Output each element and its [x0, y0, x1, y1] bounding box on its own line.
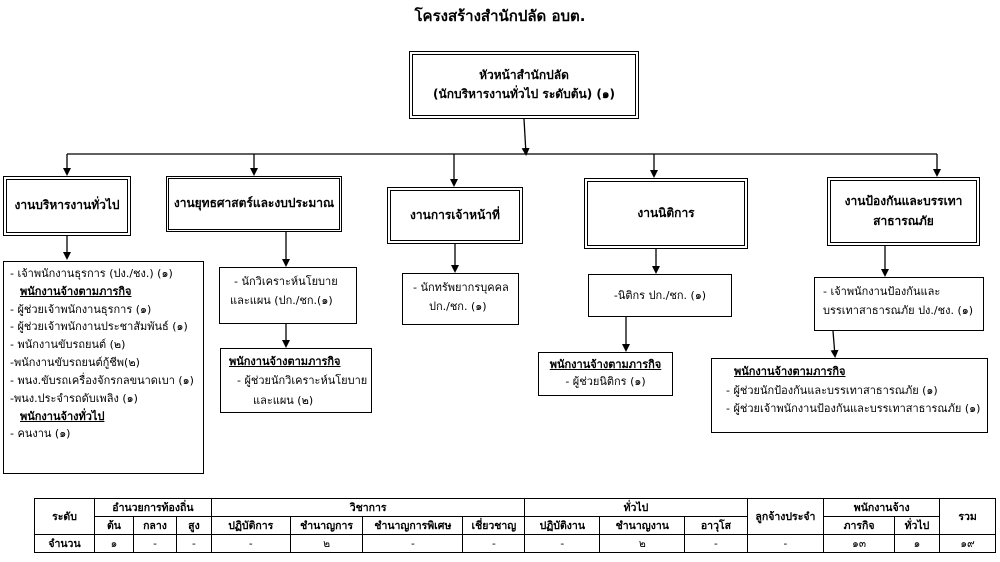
- staff-line: - ผู้ช่วยนักป้องกันและบรรเทาสาธารณภัย (๑…: [726, 383, 938, 397]
- staff-line: - พนักงานขับรถยนต์ (๒): [10, 338, 126, 352]
- staff-line: - ผู้ช่วยเจ้าพนักงานประชาสัมพันธ์ (๑): [10, 320, 188, 334]
- page-title: โครงสร้างสำนักปลัด อบต.: [414, 7, 586, 25]
- row-label-count: จำนวน: [34, 534, 95, 553]
- subheader-cell: เชี่ยวชาญ: [462, 516, 526, 535]
- header-local-exec: อำนวยการท้องถิ่น: [93, 498, 212, 517]
- subheader-cell: สูง: [176, 516, 212, 535]
- head-title: หัวหน้าสำนักปลัด: [479, 67, 569, 82]
- count-cell: ๑: [93, 534, 134, 553]
- staff-line: ปก./ชก. (๑): [429, 300, 487, 314]
- count-cell: ๒: [599, 534, 686, 553]
- head-subtitle: (นักบริหารงานทั่วไป ระดับต้น) (๑): [433, 87, 615, 101]
- count-cell: -: [362, 534, 464, 553]
- header-contract-employee: พนักงานจ้าง: [823, 498, 941, 517]
- count-cell: -: [210, 534, 291, 553]
- staff-line: - ผู้ช่วยนักวิเคราะห์นโยบาย: [237, 374, 368, 388]
- staff-line: - นักทรัพยากรบุคคล: [413, 281, 509, 294]
- count-cell: -: [746, 534, 825, 553]
- legal-staff-box: -นิติกร ปก./ชก. (๑): [588, 274, 732, 317]
- staff-line: - ผู้ช่วยนิติกร (๑): [565, 375, 646, 389]
- personnel-staff-box: - นักทรัพยากรบุคคล ปก./ชก. (๑): [402, 273, 519, 325]
- legal-mission-staff-box: พนักงานจ้างตามภารกิจ - ผู้ช่วยนิติกร (๑): [538, 352, 673, 396]
- staff-line: - พนง.ขับรถเครื่องจักรกลขนาดเบา (๑): [10, 373, 194, 387]
- count-cell: -: [524, 534, 601, 553]
- staff-section-heading: พนักงานจ้างทั่วไป: [20, 409, 105, 423]
- staff-section-heading: พนักงานจ้างตามภารกิจ: [20, 284, 132, 298]
- staff-line: และแผน (ปก./ชก.(๑): [230, 294, 333, 308]
- subheader-cell: ชำนาญการ: [289, 516, 364, 535]
- subheader-cell: ต้น: [93, 516, 134, 535]
- staff-line: - ผู้ช่วยเจ้าพนักงานธุรการ (๑): [10, 302, 152, 316]
- header-academic: วิชาการ: [210, 498, 526, 517]
- strategy-staff-box: - นักวิเคราะห์นโยบาย และแผน (ปก./ชก.(๑): [219, 267, 357, 324]
- disaster-staff-box: - เจ้าพนักงานป้องกันและ บรรเทาสาธารณภัย …: [814, 277, 984, 331]
- staff-line: - เจ้าพนักงานป้องกันและ: [823, 285, 941, 298]
- subheader-cell: กลาง: [132, 516, 178, 535]
- division-label: งานยุทธศาสตร์และงบประมาณ: [173, 196, 335, 211]
- disaster-mission-staff-box: พนักงานจ้างตามภารกิจ - ผู้ช่วยนักป้องกัน…: [711, 358, 988, 433]
- division-personnel: งานการเจ้าหน้าที่: [387, 187, 523, 244]
- subheader-cell: ภารกิจ: [823, 516, 895, 535]
- staff-line: -พนง.ประจำรถดับเพลิง (๑): [10, 391, 138, 405]
- count-cell: ๑: [893, 534, 941, 553]
- staff-line: - เจ้าพนักงานธุรการ (ปง./ชง.) (๑): [10, 267, 173, 280]
- header-level: ระดับ: [34, 498, 95, 535]
- staff-line: -นิติกร ปก./ชก. (๑): [613, 288, 707, 302]
- header-total: รวม: [939, 498, 996, 535]
- division-label: งานป้องกันและบรรเทา: [844, 194, 963, 209]
- staff-section-heading: พนักงานจ้างตามภารกิจ: [734, 365, 846, 378]
- general-admin-staff-box: - เจ้าพนักงานธุรการ (ปง./ชง.) (๑) พนักงา…: [3, 261, 204, 474]
- staff-line: บรรเทาสาธารณภัย ปง./ชง. (๑): [823, 304, 974, 318]
- subheader-cell: ทั่วไป: [893, 516, 941, 535]
- count-cell: -: [462, 534, 526, 553]
- head-of-office-box: หัวหน้าสำนักปลัด (นักบริหารงานทั่วไป ระด…: [409, 51, 639, 119]
- count-cell: ๒: [289, 534, 364, 553]
- count-cell: ๑๓: [823, 534, 895, 553]
- staff-line: - ผู้ช่วยเจ้าพนักงานป้องกันและบรรเทาสาธา…: [726, 402, 981, 416]
- division-strategy-budget: งานยุทธศาสตร์และงบประมาณ: [166, 176, 342, 232]
- staffing-table: ระดับ อำนวยการท้องถิ่น วิชาการ ทั่วไป ลู…: [34, 498, 996, 553]
- staff-line: - คนงาน (๑): [10, 427, 71, 441]
- division-label: งานการเจ้าหน้าที่: [410, 207, 500, 222]
- staff-line: -พนักงานขับรถยนต์กู้ชีพ(๒): [10, 356, 140, 370]
- staff-line: - นักวิเคราะห์นโยบาย: [234, 275, 338, 288]
- division-label: งานนิติการ: [637, 205, 695, 220]
- division-disaster-prevention: งานป้องกันและบรรเทา สาธารณภัย: [827, 177, 980, 246]
- division-general-admin: งานบริหารงานทั่วไป: [3, 176, 131, 236]
- count-cell: -: [132, 534, 178, 553]
- division-label-2: สาธารณภัย: [873, 213, 934, 228]
- staff-section-heading: พนักงานจ้างตามภารกิจ: [229, 355, 341, 368]
- subheader-cell: ปฏิบัติการ: [210, 516, 291, 535]
- division-label: งานบริหารงานทั่วไป: [14, 198, 120, 213]
- count-cell: -: [176, 534, 212, 553]
- strategy-mission-staff-box: พนักงานจ้างตามภารกิจ - ผู้ช่วยนักวิเคราะ…: [220, 348, 372, 413]
- subheader-cell: อาวุโส: [684, 516, 748, 535]
- count-cell-total: ๑๙: [939, 534, 996, 553]
- count-cell: -: [684, 534, 748, 553]
- division-legal: งานนิติการ: [584, 178, 748, 249]
- subheader-cell: ปฏิบัติงาน: [524, 516, 601, 535]
- staff-section-heading: พนักงานจ้างตามภารกิจ: [549, 358, 662, 371]
- header-general: ทั่วไป: [524, 498, 748, 517]
- header-regular-employee: ลูกจ้างประจำ: [746, 498, 825, 535]
- subheader-cell: ชำนาญการพิเศษ: [362, 516, 464, 535]
- staff-line: และแผน (๒): [253, 393, 314, 407]
- subheader-cell: ชำนาญงาน: [599, 516, 686, 535]
